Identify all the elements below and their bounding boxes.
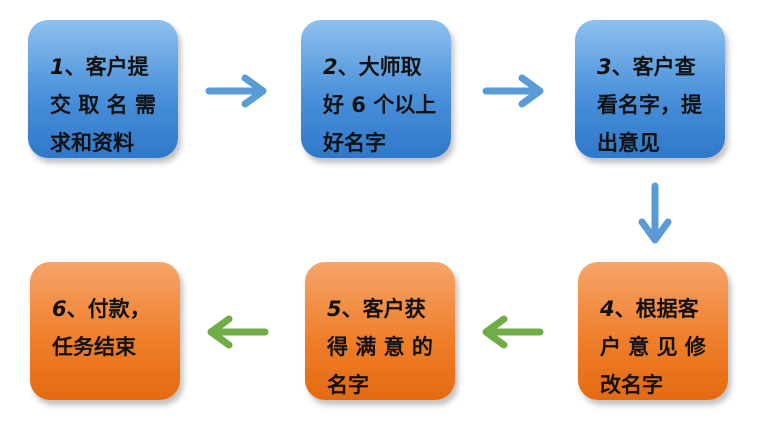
step-4-box: 4、根据客 户 意 见 修 改名字 <box>578 262 728 400</box>
step-2-line-1: 、大师取 <box>337 55 422 79</box>
step-3-number: 3 <box>597 55 612 79</box>
step-3-line-1: 、客户查 <box>611 55 696 79</box>
arrow-down-icon <box>638 182 672 244</box>
arrow-left-icon <box>482 315 544 349</box>
step-4-line-2: 户 意 见 修 <box>600 335 706 359</box>
step-5-box: 5、客户获 得 满 意 的 名字 <box>305 262 455 400</box>
step-6-box: 6、付款， 任务结束 <box>30 262 180 400</box>
step-3-line-2: 看名字，提 <box>597 93 702 117</box>
arrow-right-icon <box>482 74 544 108</box>
step-4-number: 4 <box>600 297 615 321</box>
step-1-box: 1、客户提 交 取 名 需 求和资料 <box>28 20 178 158</box>
step-1-line-2: 交 取 名 需 <box>50 93 156 117</box>
step-5-line-3: 名字 <box>327 373 369 397</box>
step-1-number: 1 <box>50 55 65 79</box>
step-6-line-2: 任务结束 <box>52 335 136 359</box>
step-3-box: 3、客户查 看名字，提 出意见 <box>575 20 725 158</box>
step-6-line-1: 、付款， <box>66 297 151 321</box>
step-2-box: 2、大师取 好 6 个以上 好名字 <box>301 20 451 158</box>
step-2-line-3: 好名字 <box>323 131 386 155</box>
step-6-number: 6 <box>52 297 67 321</box>
step-2-number: 2 <box>323 55 338 79</box>
step-2-line-2: 好 6 个以上 <box>323 93 437 117</box>
step-1-line-1: 、客户提 <box>64 55 149 79</box>
step-4-line-1: 、根据客 <box>614 297 699 321</box>
step-1-line-3: 求和资料 <box>50 131 134 155</box>
arrow-left-icon <box>207 315 269 349</box>
step-5-line-2: 得 满 意 的 <box>327 335 433 359</box>
step-5-number: 5 <box>327 297 342 321</box>
step-3-line-3: 出意见 <box>597 131 660 155</box>
step-5-line-1: 、客户获 <box>341 297 426 321</box>
step-4-line-3: 改名字 <box>600 373 663 397</box>
arrow-right-icon <box>205 74 267 108</box>
